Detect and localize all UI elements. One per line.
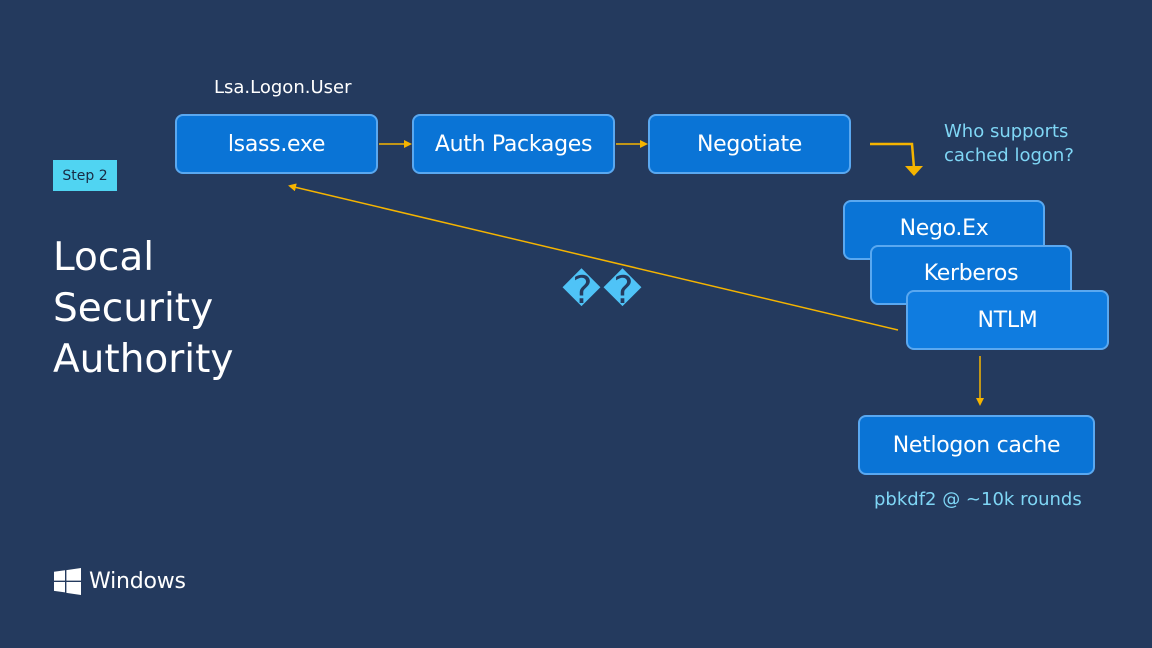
step-badge: Step 2 — [53, 160, 117, 191]
netlogon-cache-label: Netlogon cache — [892, 432, 1061, 458]
ntlm-label: NTLM — [977, 307, 1038, 333]
question-line-2: cached logon? — [944, 145, 1074, 166]
windows-brand: Windows — [54, 568, 186, 595]
netlogon-cache-box: Netlogon cache — [858, 415, 1095, 475]
title-line-2: Security — [53, 286, 214, 331]
ntlm-box: NTLM — [906, 290, 1109, 350]
replacement-glyphs: �� — [562, 268, 644, 312]
section-title: Local Security Authority — [53, 232, 313, 385]
arrow-negotiate-to-packages — [870, 142, 916, 169]
negoex-label: Nego.Ex — [899, 216, 989, 241]
question-text: Who supports cached logon? — [944, 120, 1144, 168]
api-call-label: Lsa.Logon.User — [214, 77, 352, 98]
windows-wordmark: Windows — [89, 569, 186, 594]
lsass-box: lsass.exe — [175, 114, 378, 174]
hash-note: pbkdf2 @ ~10k rounds — [874, 489, 1082, 510]
title-line-1: Local — [53, 235, 155, 280]
negotiate-box: Negotiate — [648, 114, 851, 174]
title-line-3: Authority — [53, 337, 234, 382]
arrow-negotiate-to-packages-head — [905, 166, 923, 176]
kerberos-label: Kerberos — [923, 261, 1019, 286]
negotiate-label: Negotiate — [696, 131, 803, 157]
arrow-ntlm-to-lsass — [288, 183, 899, 331]
lsass-label: lsass.exe — [227, 131, 326, 157]
windows-logo-icon — [54, 568, 81, 595]
auth-packages-label: Auth Packages — [434, 131, 593, 157]
question-line-1: Who supports — [944, 121, 1069, 142]
auth-packages-box: Auth Packages — [412, 114, 615, 174]
